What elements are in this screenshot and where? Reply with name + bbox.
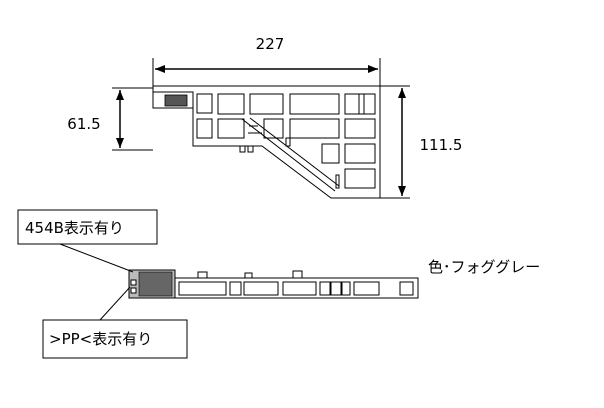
side-windows xyxy=(178,281,414,296)
side-nub xyxy=(197,271,208,279)
callout-bottom-box xyxy=(42,319,188,359)
rib-cells xyxy=(196,93,376,189)
side-nub xyxy=(292,270,303,279)
callout-top: 454B表示有り xyxy=(17,209,158,273)
part-side-view xyxy=(128,269,419,299)
dimension-height-right: 111.5 xyxy=(380,85,463,199)
peg xyxy=(247,145,254,153)
callout-bottom-label: >PP<表示有り xyxy=(49,330,152,348)
callout-top-box xyxy=(17,209,158,245)
peg xyxy=(239,145,246,153)
color-note: 色･フォググレー xyxy=(428,258,540,276)
callout-top-label: 454B表示有り xyxy=(25,219,124,237)
dimension-height-left: 61.5 xyxy=(67,87,153,151)
dimension-width-label: 227 xyxy=(256,35,285,53)
left-tab xyxy=(152,91,194,109)
dimension-height-right-label: 111.5 xyxy=(420,136,463,154)
dimension-width: 227 xyxy=(152,35,381,86)
side-printed-hatch xyxy=(138,271,173,297)
callout-bottom: >PP<表示有り xyxy=(42,286,188,359)
dimension-height-left-label: 61.5 xyxy=(67,115,100,133)
side-nub xyxy=(244,272,253,279)
diagonal-rib xyxy=(241,117,340,192)
peg xyxy=(285,137,291,147)
printed-mark-area xyxy=(164,94,188,107)
part-top-view xyxy=(152,85,381,199)
